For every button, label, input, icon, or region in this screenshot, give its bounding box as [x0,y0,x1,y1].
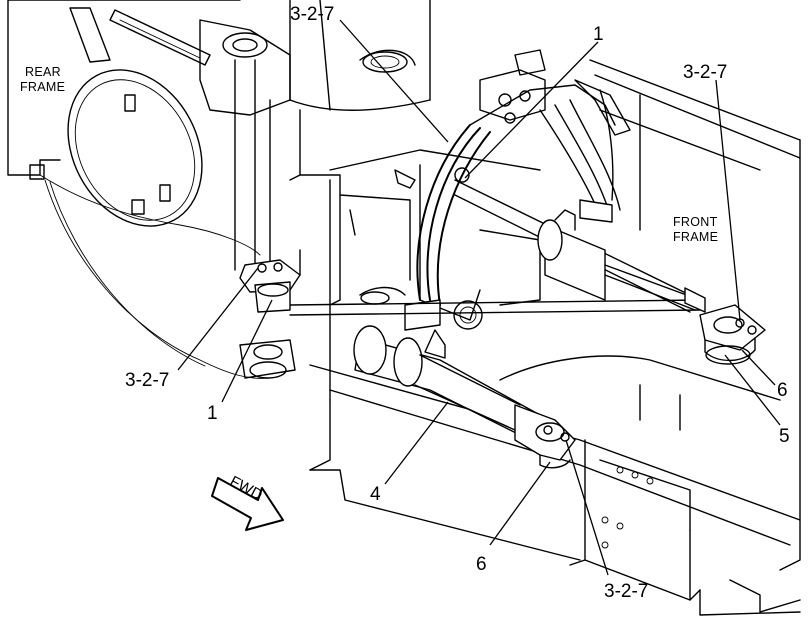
callout-top-3-2-7: 3-2-7 [290,4,334,25]
callout-top-1: 1 [593,24,604,45]
callout-right-5: 5 [779,426,790,447]
rear-pivot-pin [239,259,301,379]
rear-frame-label-line2: FRAME [20,80,65,94]
rear-frame-label-line1: REAR [25,65,61,79]
callout-left-1: 1 [207,403,218,424]
hydraulic-hoses [404,49,631,331]
callout-right-6: 6 [777,380,788,401]
front-frame-structure [309,59,801,616]
callout-bottom-6: 6 [476,554,487,575]
callout-center-4: 4 [370,484,381,505]
left-steering-cylinder [353,325,576,469]
front-right-cylinder-pin [699,304,766,365]
leader-lines [177,19,781,576]
forward-direction-arrow: FWD [211,473,284,531]
right-steering-cylinder [537,209,706,313]
callout-bottom-3-2-7: 3-2-7 [604,581,648,602]
rear-frame-structure [7,0,431,401]
callout-left-3-2-7: 3-2-7 [125,370,169,391]
front-frame-label-line1: FRONT [673,215,718,229]
callout-right-3-2-7: 3-2-7 [683,62,727,83]
tie-rod [289,179,701,316]
front-frame-label-line2: FRAME [673,230,718,244]
